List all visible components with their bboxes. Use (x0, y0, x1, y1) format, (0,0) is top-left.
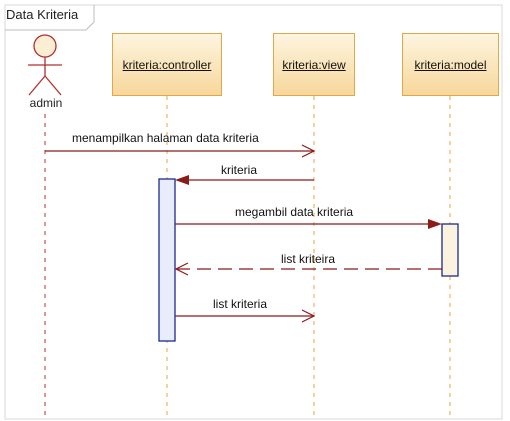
diagram-frame (4, 4, 503, 420)
message-arrow-4 (174, 262, 442, 276)
lifeline-box-view[interactable]: kriteria:view (273, 33, 355, 96)
message-label-3: megambil data kriteria (235, 205, 354, 219)
message-label-5: list kriteria (213, 297, 268, 311)
message-arrow-2 (175, 175, 314, 185)
frame-label-tab (5, 5, 95, 31)
actor-label: admin (29, 96, 63, 110)
message-arrow-5 (175, 309, 316, 323)
lifeline-box-model[interactable]: kriteria:model (402, 33, 499, 96)
activation-controller (158, 178, 176, 342)
message-label-2: kriteria (221, 163, 258, 177)
message-arrow-3 (175, 219, 442, 229)
frame-title: Data Kriteria (6, 7, 79, 22)
lifeline-box-controller[interactable]: kriteria:controller (112, 33, 222, 96)
message-label-1: menampilkan halaman data kriteria (72, 131, 259, 145)
actor-icon (28, 34, 62, 96)
activation-model (441, 223, 459, 277)
message-label-4: list kriteira (281, 252, 336, 266)
message-arrow-1 (45, 144, 316, 158)
